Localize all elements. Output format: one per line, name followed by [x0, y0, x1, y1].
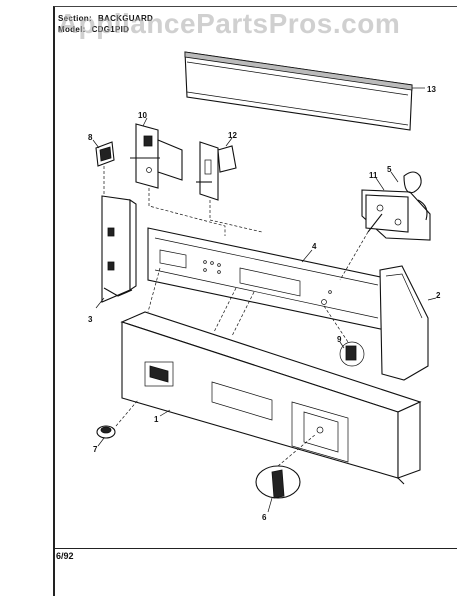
part-12-bracket [196, 137, 237, 201]
part-8-switch [92, 139, 115, 167]
callout-8: 8 [88, 133, 93, 142]
part-11-timer [361, 171, 431, 241]
callout-9: 9 [337, 335, 342, 344]
callout-labels: 13 8 10 12 11 5 4 2 3 9 1 7 6 [88, 85, 441, 522]
section-label: Section: [58, 14, 92, 23]
footer-rule [53, 548, 457, 549]
part-4-control-panel [147, 227, 386, 331]
callout-1: 1 [154, 415, 159, 424]
watermark: AppliancePartsPros.com [57, 8, 401, 39]
part-9-indicator [339, 341, 365, 367]
callout-13: 13 [427, 85, 436, 94]
callout-12: 12 [228, 131, 237, 140]
section-value: BACKGUARD [97, 14, 154, 23]
part-10-rotary-switch [130, 117, 183, 189]
part-7-lamp [96, 425, 116, 447]
revision-date: 6/92 [56, 551, 74, 561]
part-6-knob [255, 465, 301, 513]
model-line: Model: CDG1PID [58, 25, 129, 34]
part-3-left-end-cap [95, 195, 137, 309]
page-frame [53, 6, 457, 596]
callout-3: 3 [88, 315, 93, 324]
callout-4: 4 [312, 242, 317, 251]
part-13-trim-strip [184, 51, 425, 131]
callout-5: 5 [387, 165, 392, 174]
model-value: CDG1PID [91, 25, 130, 34]
callout-2: 2 [436, 291, 441, 300]
model-label: Model: [58, 25, 86, 34]
callout-10: 10 [138, 111, 147, 120]
callout-11: 11 [369, 171, 378, 180]
callout-6: 6 [262, 513, 267, 522]
callout-7: 7 [93, 445, 98, 454]
part-1-front-console [120, 311, 422, 485]
section-line: Section: BACKGUARD [58, 14, 153, 23]
part-2-right-end-cap [379, 265, 437, 381]
assembly-guide-lines [103, 166, 369, 467]
